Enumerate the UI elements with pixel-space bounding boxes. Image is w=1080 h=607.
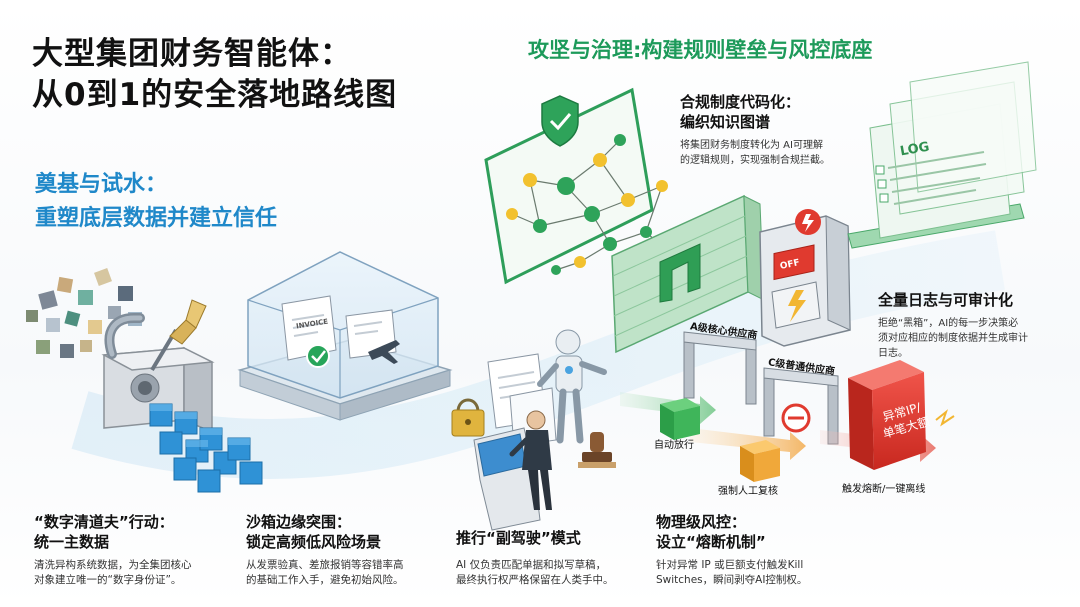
alert-block (848, 360, 926, 470)
main-title-line1: 大型集团财务智能体： (32, 36, 352, 72)
audit-heading: 全量日志与可审计化 (878, 291, 1014, 309)
auto-pass-cube (660, 398, 700, 440)
arrow-orange (690, 428, 806, 460)
step2-desc1: 从发票验真、差旅报销等容错率高 (246, 559, 404, 571)
audit-desc3: 日志。 (878, 348, 908, 359)
copilot-scene (451, 329, 616, 531)
step1-desc1: 清洗异构系统数据，为全集团核心 (34, 559, 192, 571)
lightning-icon (788, 290, 806, 322)
audit-desc2: 须对应相应的制度依据并生成审计 (878, 333, 1028, 344)
stamp-icon (578, 432, 616, 468)
step1-heading2: 统一主数据 (34, 533, 110, 551)
step4-heading1: 物理级风控： (656, 513, 747, 531)
step4-block: 物理级风控： 设立“熔断机制” 针对异常 IP 或巨额支付触发Kill Swit… (656, 512, 876, 588)
gate-c (763, 367, 839, 445)
left-section-title: 奠基与试水： 重塑底层数据并建立信任 (35, 168, 277, 236)
rule-wall (611, 194, 765, 354)
warning-icon (795, 209, 821, 235)
step3-heading: 推行“副驾驶”模式 (456, 529, 581, 547)
compliance-block: 合规制度代码化： 编织知识图谱 将集团财务制度转化为 AI可理解 的逻辑规则，实… (680, 92, 880, 168)
step3-desc1: AI 仅负责匹配单据和拟写草稿， (456, 559, 607, 571)
audit-desc1: 拒绝“黑箱”，AI的每一步决策必 (878, 318, 1019, 329)
kill-switch (759, 209, 851, 347)
step2-desc2: 的基础工作入手，避免初始风险。 (246, 574, 404, 586)
auto-pass-label: 自动放行 (654, 440, 694, 451)
audit-block: 全量日志与可审计化 拒绝“黑箱”，AI的每一步决策必 须对应相应的制度依据并生成… (878, 290, 1070, 361)
knowledge-graph (484, 87, 678, 285)
step1-heading1: “数字清道夫”行动： (34, 513, 174, 531)
main-title-line2: 从0到1的安全落地路线图 (32, 77, 398, 113)
main-title: 大型集团财务智能体： 从0到1的安全落地路线图 (32, 34, 397, 116)
left-section-line2: 重塑底层数据并建立信任 (35, 206, 278, 231)
manual-review-label: 强制人工复核 (718, 486, 778, 497)
compliance-desc1: 将集团财务制度转化为 AI可理解 (680, 140, 823, 151)
step1-block: “数字清道夫”行动： 统一主数据 清洗异构系统数据，为全集团核心 对象建立唯一的… (34, 512, 234, 588)
step2-heading2: 锁定高频低风险场景 (246, 533, 382, 551)
brush-icon (150, 299, 207, 372)
step2-heading1: 沙箱边缘突围： (246, 513, 352, 531)
step4-desc2: Switches，瞬间剥夺AI控制权。 (656, 574, 808, 586)
step4-desc1: 针对异常 IP 或巨额支付触发Kill (656, 559, 804, 571)
audit-log-stack (847, 61, 1037, 249)
manual-review-cube (740, 440, 780, 482)
compliance-desc2: 的逻辑规则，实现强制合规拦截。 (680, 155, 830, 166)
right-section-title: 攻坚与治理:构建规则壁垒与风控底座 (528, 38, 873, 62)
data-cleaner-machine (26, 268, 263, 493)
fuse-label: 触发熔断/一键离线 (842, 484, 926, 495)
step3-desc2: 最终执行权严格保留在人类手中。 (456, 574, 614, 586)
step3-block: 推行“副驾驶”模式 AI 仅负责匹配单据和拟写草稿， 最终执行权严格保留在人类手… (456, 528, 656, 588)
step2-block: 沙箱边缘突围： 锁定高频低风险场景 从发票验真、差旅报销等容错率高 的基础工作入… (246, 512, 446, 588)
shield-check-icon (541, 95, 579, 147)
gate-a (683, 331, 757, 405)
padlock-icon (451, 398, 485, 437)
compliance-heading1: 合规制度代码化： (680, 93, 801, 111)
left-section-line1: 奠基与试水： (35, 172, 168, 197)
airplane-icon (368, 340, 400, 364)
step4-heading2: 设立“熔断机制” (656, 533, 766, 551)
step1-desc2: 对象建立唯一的“数字身份证”。 (34, 574, 182, 586)
sandbox-glass-cube (237, 251, 453, 421)
compliance-heading2: 编织知识图谱 (680, 113, 771, 131)
